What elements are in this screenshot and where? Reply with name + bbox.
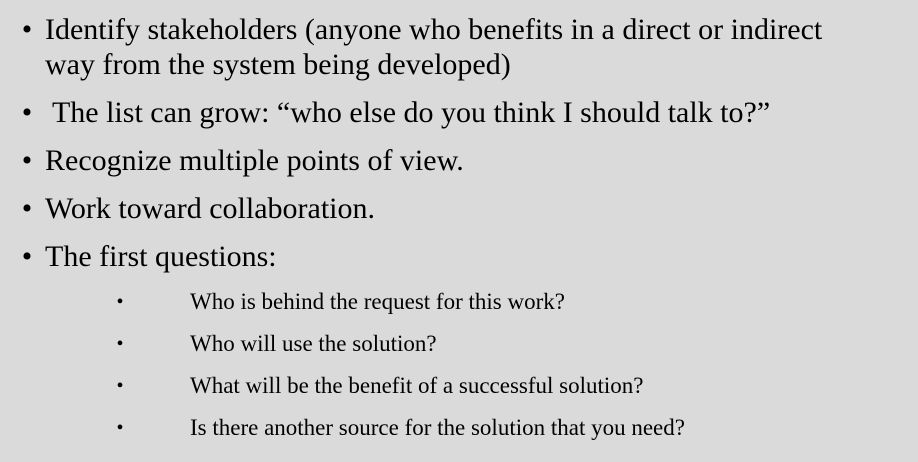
sub-bullet-text: Who is behind the request for this work?: [190, 289, 565, 314]
sub-bullet-text: Is there another source for the solution…: [190, 415, 685, 440]
sub-bullet-icon: •: [116, 375, 124, 397]
bullet-text: Recognize multiple points of view.: [45, 144, 464, 177]
bullet-icon: •: [21, 192, 33, 225]
bullet-icon: •: [21, 96, 33, 129]
bullet-icon: •: [21, 144, 33, 177]
bullet-icon: •: [21, 240, 33, 273]
sub-bullet-text: What will be the benefit of a successful…: [190, 373, 644, 398]
bullet-text-line-2: way from the system being developed): [45, 48, 511, 81]
bullet-text: The first questions:: [45, 240, 277, 273]
bullet-text: The list can grow: “who else do you thin…: [45, 96, 771, 129]
sub-bullet-icon: •: [116, 333, 124, 355]
bullet-icon: •: [21, 13, 33, 46]
sub-bullet-icon: •: [116, 417, 124, 439]
bullet-text-line-1: Identify stakeholders (anyone who benefi…: [45, 13, 823, 46]
bullet-text: Work toward collaboration.: [45, 192, 375, 225]
sub-bullet-icon: •: [116, 291, 124, 313]
sub-bullet-text: Who will use the solution?: [190, 331, 437, 356]
